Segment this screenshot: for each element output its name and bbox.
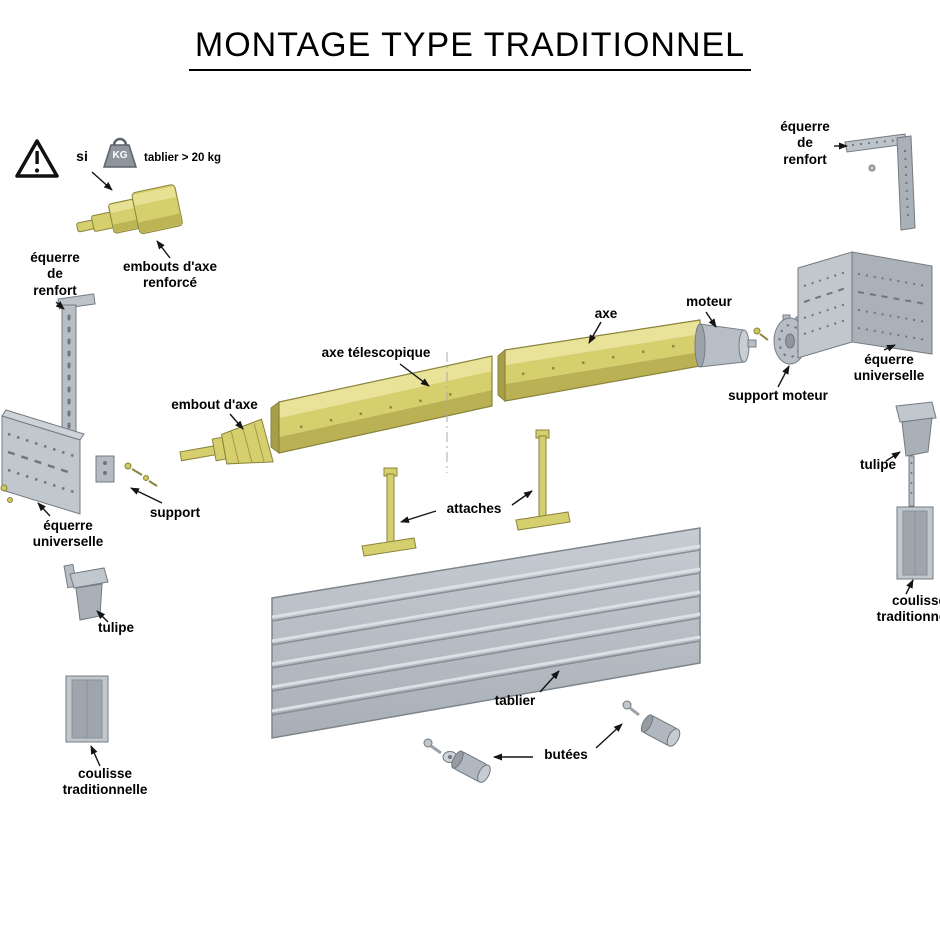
embout-axe-part xyxy=(179,418,274,465)
coulisse-right-part xyxy=(896,506,934,580)
label-moteur: moteur xyxy=(686,294,732,309)
arrow-tablier xyxy=(539,670,560,693)
callout-arrows xyxy=(37,142,914,767)
label-equerre-renfort-left: équerre de renfort xyxy=(30,250,80,298)
butee-left-part xyxy=(423,738,491,783)
arrow-tulipe-left xyxy=(96,610,109,623)
equerre-renfort-left-part xyxy=(57,293,96,463)
page-title: MONTAGE TYPE TRADITIONNEL xyxy=(0,26,940,71)
label-equerre-universelle-right: équerre universelle xyxy=(853,352,925,384)
arrow-coulisse-left xyxy=(90,745,101,767)
warning-triangle-icon xyxy=(15,139,59,178)
attache-right-part xyxy=(515,429,571,531)
arrow-tulipe-right xyxy=(885,451,901,462)
arrow-attaches-left xyxy=(400,510,437,523)
label-tablier: tablier xyxy=(494,693,536,708)
tulipe-right-part xyxy=(895,401,937,507)
arrow-axe-telescopique xyxy=(399,363,430,387)
label-equerre-universelle-left: équerre universelle xyxy=(32,518,104,550)
arrow-si xyxy=(91,171,113,191)
label-support-moteur: support moteur xyxy=(728,388,828,403)
label-support: support xyxy=(149,505,201,520)
butee-right-part xyxy=(622,700,681,747)
embouts-axe-renforce-part xyxy=(76,184,183,235)
label-axe: axe xyxy=(594,306,618,321)
arrow-equerre-renfort-left xyxy=(55,301,65,310)
arrow-moteur xyxy=(705,311,717,328)
kg-weight-icon xyxy=(102,137,138,168)
label-coulisse-left: coulisse traditionnelle xyxy=(62,766,148,798)
kg-condition-label: tablier > 20 kg xyxy=(144,152,222,164)
tablier-part xyxy=(271,527,701,739)
label-tulipe-right: tulipe xyxy=(860,457,896,472)
tulipe-left-part xyxy=(63,563,109,621)
attache-left-part xyxy=(361,467,417,557)
page-title-text: MONTAGE TYPE TRADITIONNEL xyxy=(188,26,752,71)
label-embouts-axe-renforce: embouts d'axe renforcé xyxy=(123,259,217,291)
label-attaches: attaches xyxy=(446,501,502,516)
label-embout-axe: embout d'axe xyxy=(171,397,258,412)
equerre-universelle-right-part xyxy=(797,251,933,359)
coulisse-left-part xyxy=(65,675,109,743)
arrow-attaches-right xyxy=(511,490,533,506)
axe-part xyxy=(497,319,701,403)
arrow-support-moteur xyxy=(777,365,790,388)
equerre-renfort-right-part xyxy=(844,133,916,231)
label-axe-telescopique: axe télescopique xyxy=(321,345,431,360)
support-part xyxy=(95,455,158,487)
arrow-embout-axe xyxy=(229,413,244,430)
arrow-support xyxy=(130,487,163,504)
label-coulisse-right: coulisse traditionnelle xyxy=(876,593,940,625)
arrow-butees-right xyxy=(595,723,623,749)
arrow-coulisse-right xyxy=(905,579,914,595)
label-tulipe-left: tulipe xyxy=(98,620,134,635)
arrow-embouts-renforce xyxy=(156,240,171,259)
si-label: si xyxy=(76,148,88,164)
arrow-equerre-universelle-left xyxy=(37,502,51,517)
kg-weight-label: KG xyxy=(112,150,128,161)
equerre-universelle-left-part xyxy=(0,409,85,515)
arrow-axe xyxy=(588,321,602,344)
moteur-part xyxy=(694,323,769,368)
label-equerre-renfort-right: équerre de renfort xyxy=(780,119,830,167)
axe-telescopique-part xyxy=(270,352,493,473)
label-butees: butées xyxy=(544,747,588,762)
arrow-equerre-universelle-right xyxy=(883,344,896,352)
